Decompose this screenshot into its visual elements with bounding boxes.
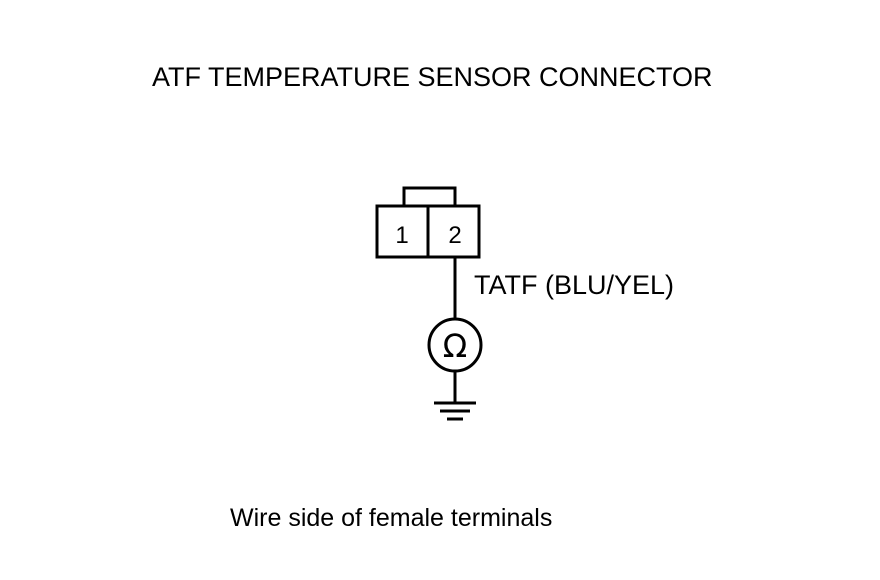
ground-icon [434,401,476,421]
ohm-symbol: Ω [443,327,467,365]
connector-pin-1-label: 1 [395,222,408,249]
connector-latch [402,186,457,206]
wire-label: TATF (BLU/YEL) [474,270,675,300]
diagram-title: ATF TEMPERATURE SENSOR CONNECTOR [152,62,713,92]
footnote: Wire side of female terminals [230,504,553,532]
ohmmeter-icon: Ω [427,317,483,373]
connector-pin-2-label: 2 [448,222,461,249]
